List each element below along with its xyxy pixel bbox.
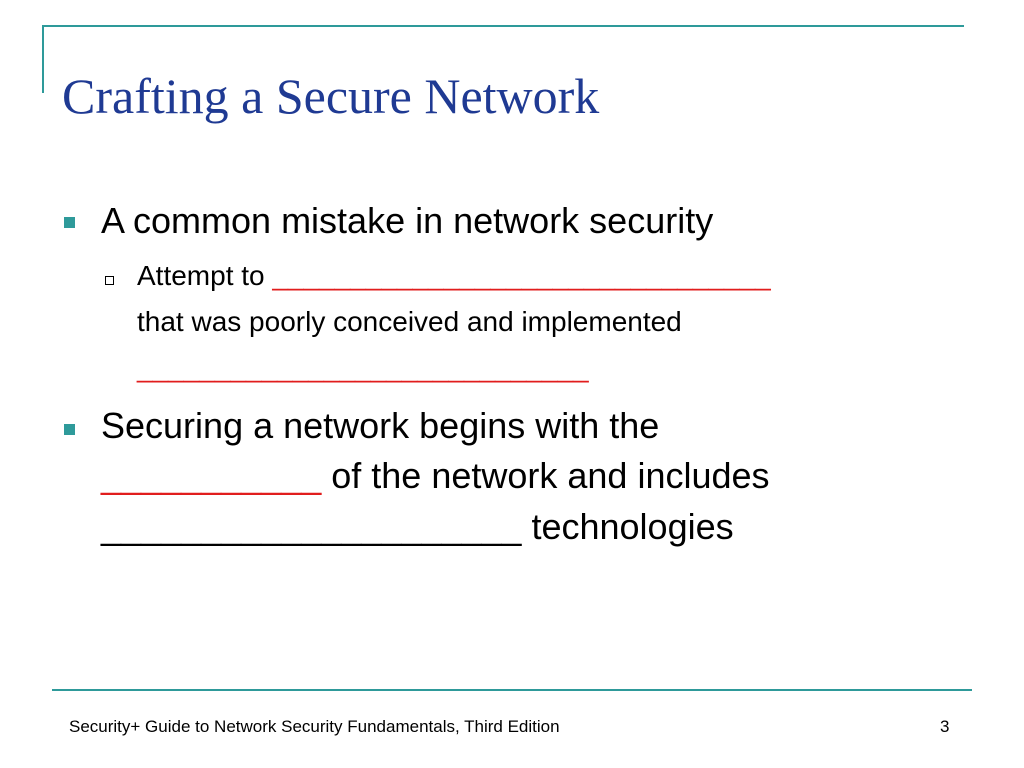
fill-in-blank: ___________: [101, 455, 322, 496]
sub-bullet-prefix: Attempt to: [137, 260, 273, 291]
slide-content: A common mistake in network security Att…: [64, 200, 771, 549]
fill-in-blank: _____________________: [101, 506, 522, 547]
sub-bullet-line-1: Attempt to _____________________________…: [137, 258, 771, 294]
bullet-2-line-2: ___________ of the network and includes: [101, 454, 770, 498]
bullet-2-line-2-rest: of the network and includes: [321, 455, 770, 496]
fill-in-blank: _____________________________: [137, 352, 589, 383]
slide-title: Crafting a Secure Network: [62, 68, 600, 124]
hollow-square-bullet-icon: [105, 276, 114, 285]
fill-in-blank: ________________________________: [272, 260, 771, 291]
square-bullet-icon: [64, 217, 75, 228]
bullet-1-text: A common mistake in network security: [101, 200, 714, 241]
sub-bullet-line-2: that was poorly conceived and implemente…: [137, 306, 682, 337]
footer-divider: [52, 689, 972, 691]
footer-text: Security+ Guide to Network Security Fund…: [69, 717, 560, 736]
page-number: 3: [940, 717, 950, 736]
bullet-2-line-1: Securing a network begins with the: [101, 405, 660, 446]
bullet-2-line-3: _____________________ technologies: [101, 505, 734, 549]
bullet-2-line-3-rest: technologies: [521, 506, 734, 547]
frame-left-border: [42, 25, 44, 93]
square-bullet-icon: [64, 424, 75, 435]
frame-top-border: [42, 25, 964, 27]
